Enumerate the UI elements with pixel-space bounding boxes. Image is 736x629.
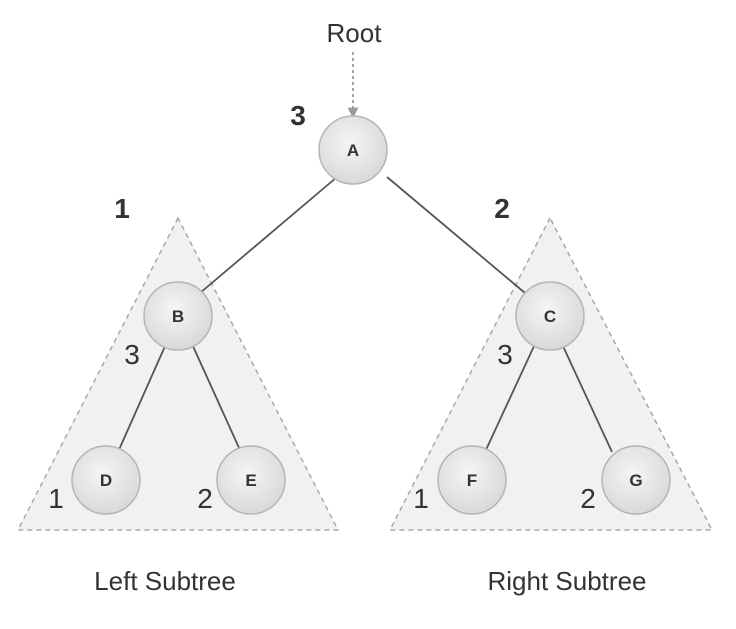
node-b-order: 3 bbox=[124, 339, 140, 370]
node-f: F bbox=[437, 445, 507, 515]
node-e-label: E bbox=[245, 471, 256, 490]
node-g-order: 2 bbox=[580, 483, 596, 514]
root-label: Root bbox=[327, 18, 383, 48]
edge-b-e bbox=[191, 343, 241, 451]
node-d-label: D bbox=[100, 471, 112, 490]
left-subtree-triangle bbox=[16, 216, 340, 531]
edge-b-d bbox=[117, 343, 167, 453]
node-d-order: 1 bbox=[48, 483, 64, 514]
node-f-order: 1 bbox=[413, 483, 429, 514]
node-d: D bbox=[71, 445, 141, 515]
node-e: E bbox=[216, 445, 286, 515]
node-e-order: 2 bbox=[197, 483, 213, 514]
node-a-label: A bbox=[347, 141, 359, 160]
right-subtree-label: Right Subtree bbox=[488, 566, 647, 596]
node-c-order: 3 bbox=[497, 339, 513, 370]
edge-a-c bbox=[386, 176, 526, 294]
node-g: G bbox=[601, 445, 671, 515]
edge-c-g bbox=[561, 343, 613, 453]
node-b: B bbox=[143, 281, 213, 351]
node-c: C bbox=[515, 281, 585, 351]
node-f-label: F bbox=[467, 471, 477, 490]
node-c-label: C bbox=[544, 307, 556, 326]
node-a: A bbox=[318, 115, 388, 185]
left-subtree-label: Left Subtree bbox=[94, 566, 236, 596]
node-a-order: 3 bbox=[290, 100, 306, 131]
right-subtree-order: 2 bbox=[494, 193, 510, 224]
node-g-label: G bbox=[629, 471, 642, 490]
edge-c-f bbox=[484, 343, 536, 453]
edge-a-b bbox=[199, 176, 338, 294]
node-b-label: B bbox=[172, 307, 184, 326]
left-subtree-order: 1 bbox=[114, 193, 130, 224]
